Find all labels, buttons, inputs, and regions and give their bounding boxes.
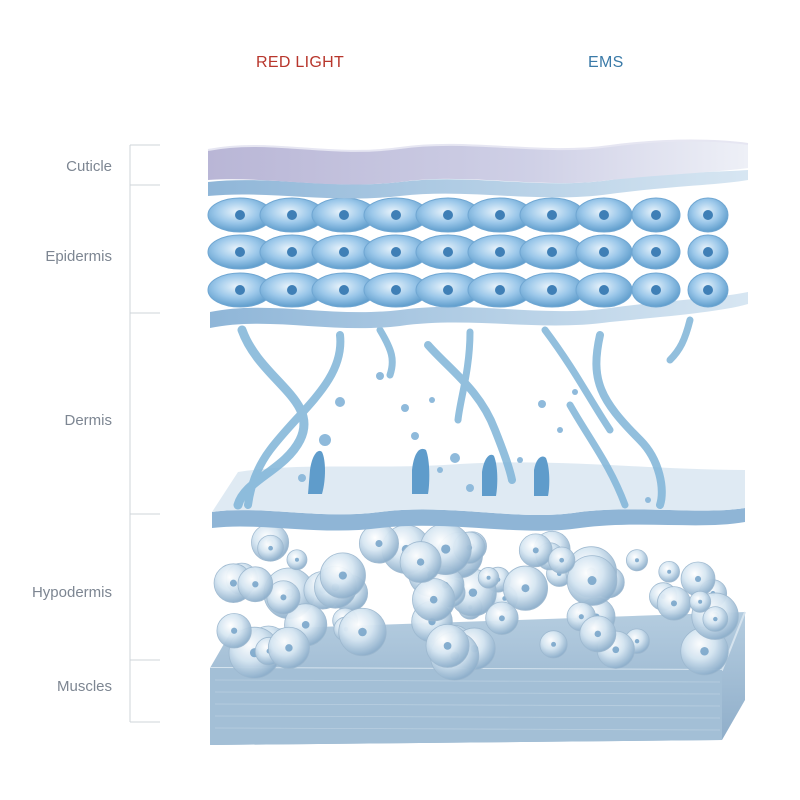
droplet	[538, 400, 546, 408]
droplet	[517, 457, 523, 463]
fat-cell	[681, 562, 715, 596]
droplet	[450, 453, 460, 463]
epidermis-cell	[576, 273, 632, 307]
droplet	[557, 427, 563, 433]
fat-cell	[548, 547, 574, 573]
fat-cell	[400, 542, 441, 583]
epidermis-cells	[208, 198, 728, 307]
droplet	[572, 389, 578, 395]
fat-cell	[426, 624, 469, 667]
droplet	[298, 474, 306, 482]
fat-cell	[320, 553, 365, 598]
fat-cell	[258, 535, 284, 561]
epidermis-cell	[520, 273, 584, 307]
droplet	[376, 372, 384, 380]
epidermis-cell	[688, 235, 728, 269]
fat-cell	[659, 561, 680, 582]
epidermis-cell	[688, 198, 728, 232]
fat-cell	[287, 550, 307, 570]
droplet	[437, 467, 443, 473]
fat-cell	[486, 602, 519, 635]
fat-cell	[540, 631, 567, 658]
fat-cell	[580, 616, 616, 652]
fat-cell	[478, 567, 499, 588]
droplet	[429, 397, 435, 403]
cuticle-layer	[208, 141, 748, 199]
fat-cell	[359, 524, 398, 563]
epidermis-cell	[576, 235, 632, 269]
droplet	[645, 497, 651, 503]
fat-cell	[217, 614, 251, 648]
droplet	[401, 404, 409, 412]
epidermis-cell	[520, 198, 584, 232]
epidermis-cell	[688, 273, 728, 307]
fat-cell	[657, 587, 690, 620]
droplet	[335, 397, 345, 407]
fat-cell	[238, 567, 273, 602]
epidermis-cell	[632, 273, 680, 307]
droplet	[411, 432, 419, 440]
epidermis-cell	[632, 235, 680, 269]
fat-cell	[626, 550, 647, 571]
epidermis-cell	[520, 235, 584, 269]
fat-cell	[412, 578, 454, 620]
fat-cell	[519, 534, 552, 567]
epidermis-cell	[576, 198, 632, 232]
fat-cell	[690, 591, 711, 612]
droplet	[466, 484, 474, 492]
epidermis-cell	[632, 198, 680, 232]
fat-cell	[268, 627, 309, 668]
fat-cell	[339, 608, 386, 655]
droplet	[319, 434, 331, 446]
